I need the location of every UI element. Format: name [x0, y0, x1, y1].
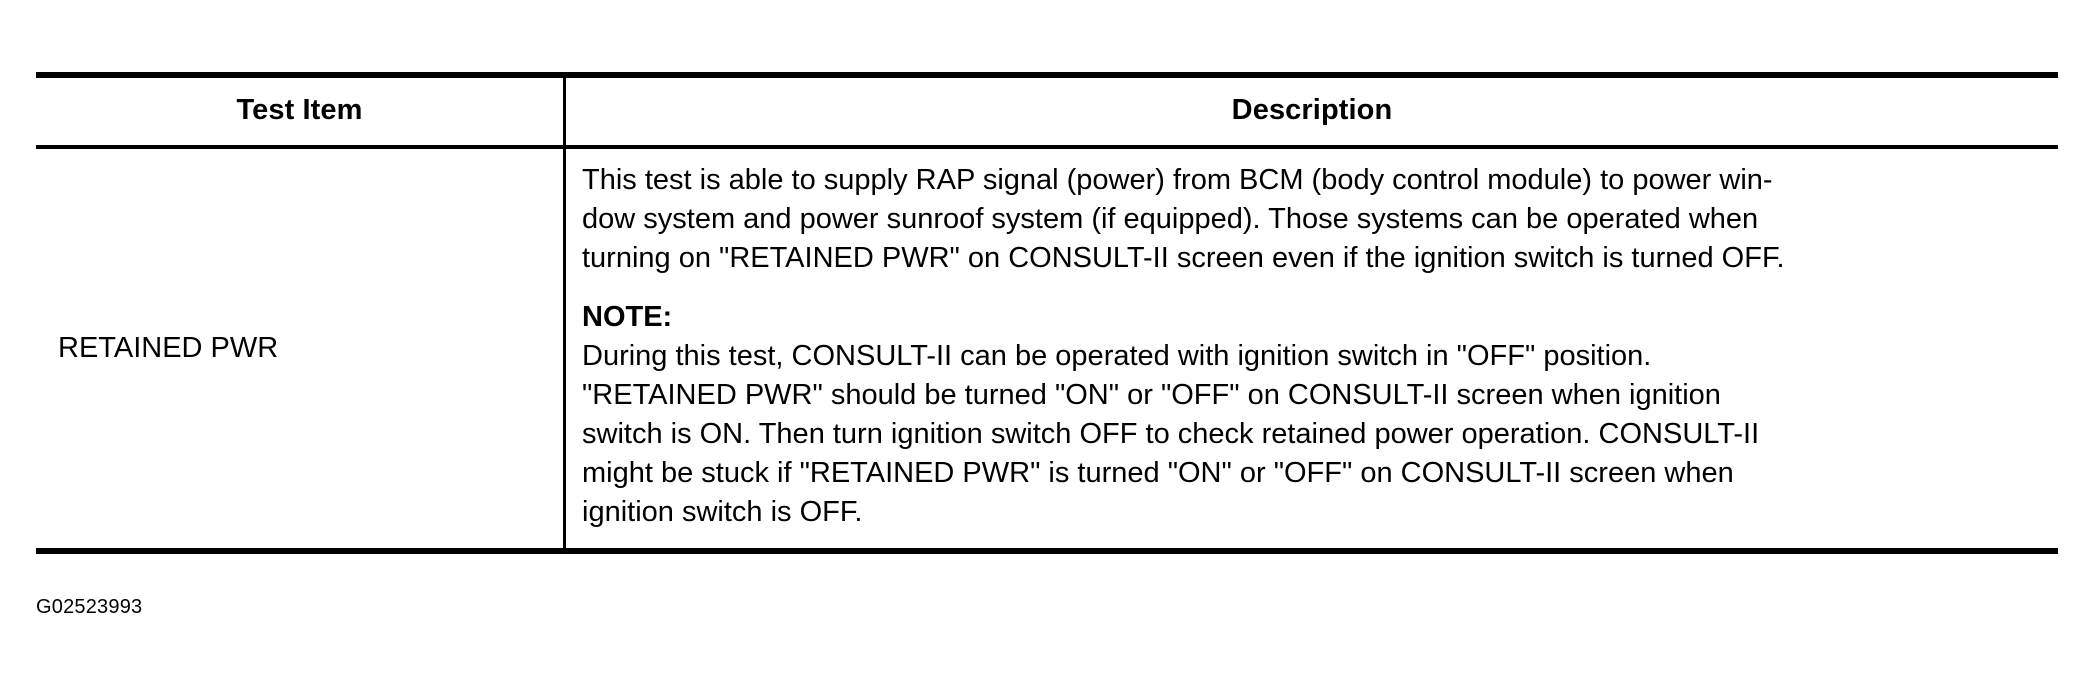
spec-table: Test Item Description RETAINED PWR This …: [36, 72, 2058, 554]
column-header-test-item-label: Test Item: [236, 94, 363, 126]
description-paragraph: This test is able to supply RAP signal (…: [582, 164, 1785, 274]
note-label: NOTE:: [582, 301, 673, 333]
column-header-description-label: Description: [1231, 94, 1393, 126]
description-body: This test is able to supply RAP signal (…: [566, 149, 2058, 548]
figure-id-caption: G02523993: [36, 596, 143, 618]
cell-test-item: RETAINED PWR: [36, 147, 566, 554]
spec-table-container: Test Item Description RETAINED PWR This …: [36, 72, 2058, 554]
table-body: RETAINED PWR This test is able to supply…: [36, 147, 2058, 554]
note-block: NOTE: During this test, CONSULT-II can b…: [582, 298, 2042, 532]
column-header-test-item: Test Item: [36, 72, 566, 149]
test-item-name: RETAINED PWR: [58, 332, 279, 364]
table-row: RETAINED PWR This test is able to supply…: [36, 147, 2058, 554]
cell-description: This test is able to supply RAP signal (…: [564, 147, 2058, 554]
table-header-row: Test Item Description: [36, 72, 2058, 149]
note-paragraph: During this test, CONSULT-II can be oper…: [582, 340, 1760, 528]
column-header-description: Description: [564, 72, 2058, 149]
table-header: Test Item Description: [36, 72, 2058, 149]
